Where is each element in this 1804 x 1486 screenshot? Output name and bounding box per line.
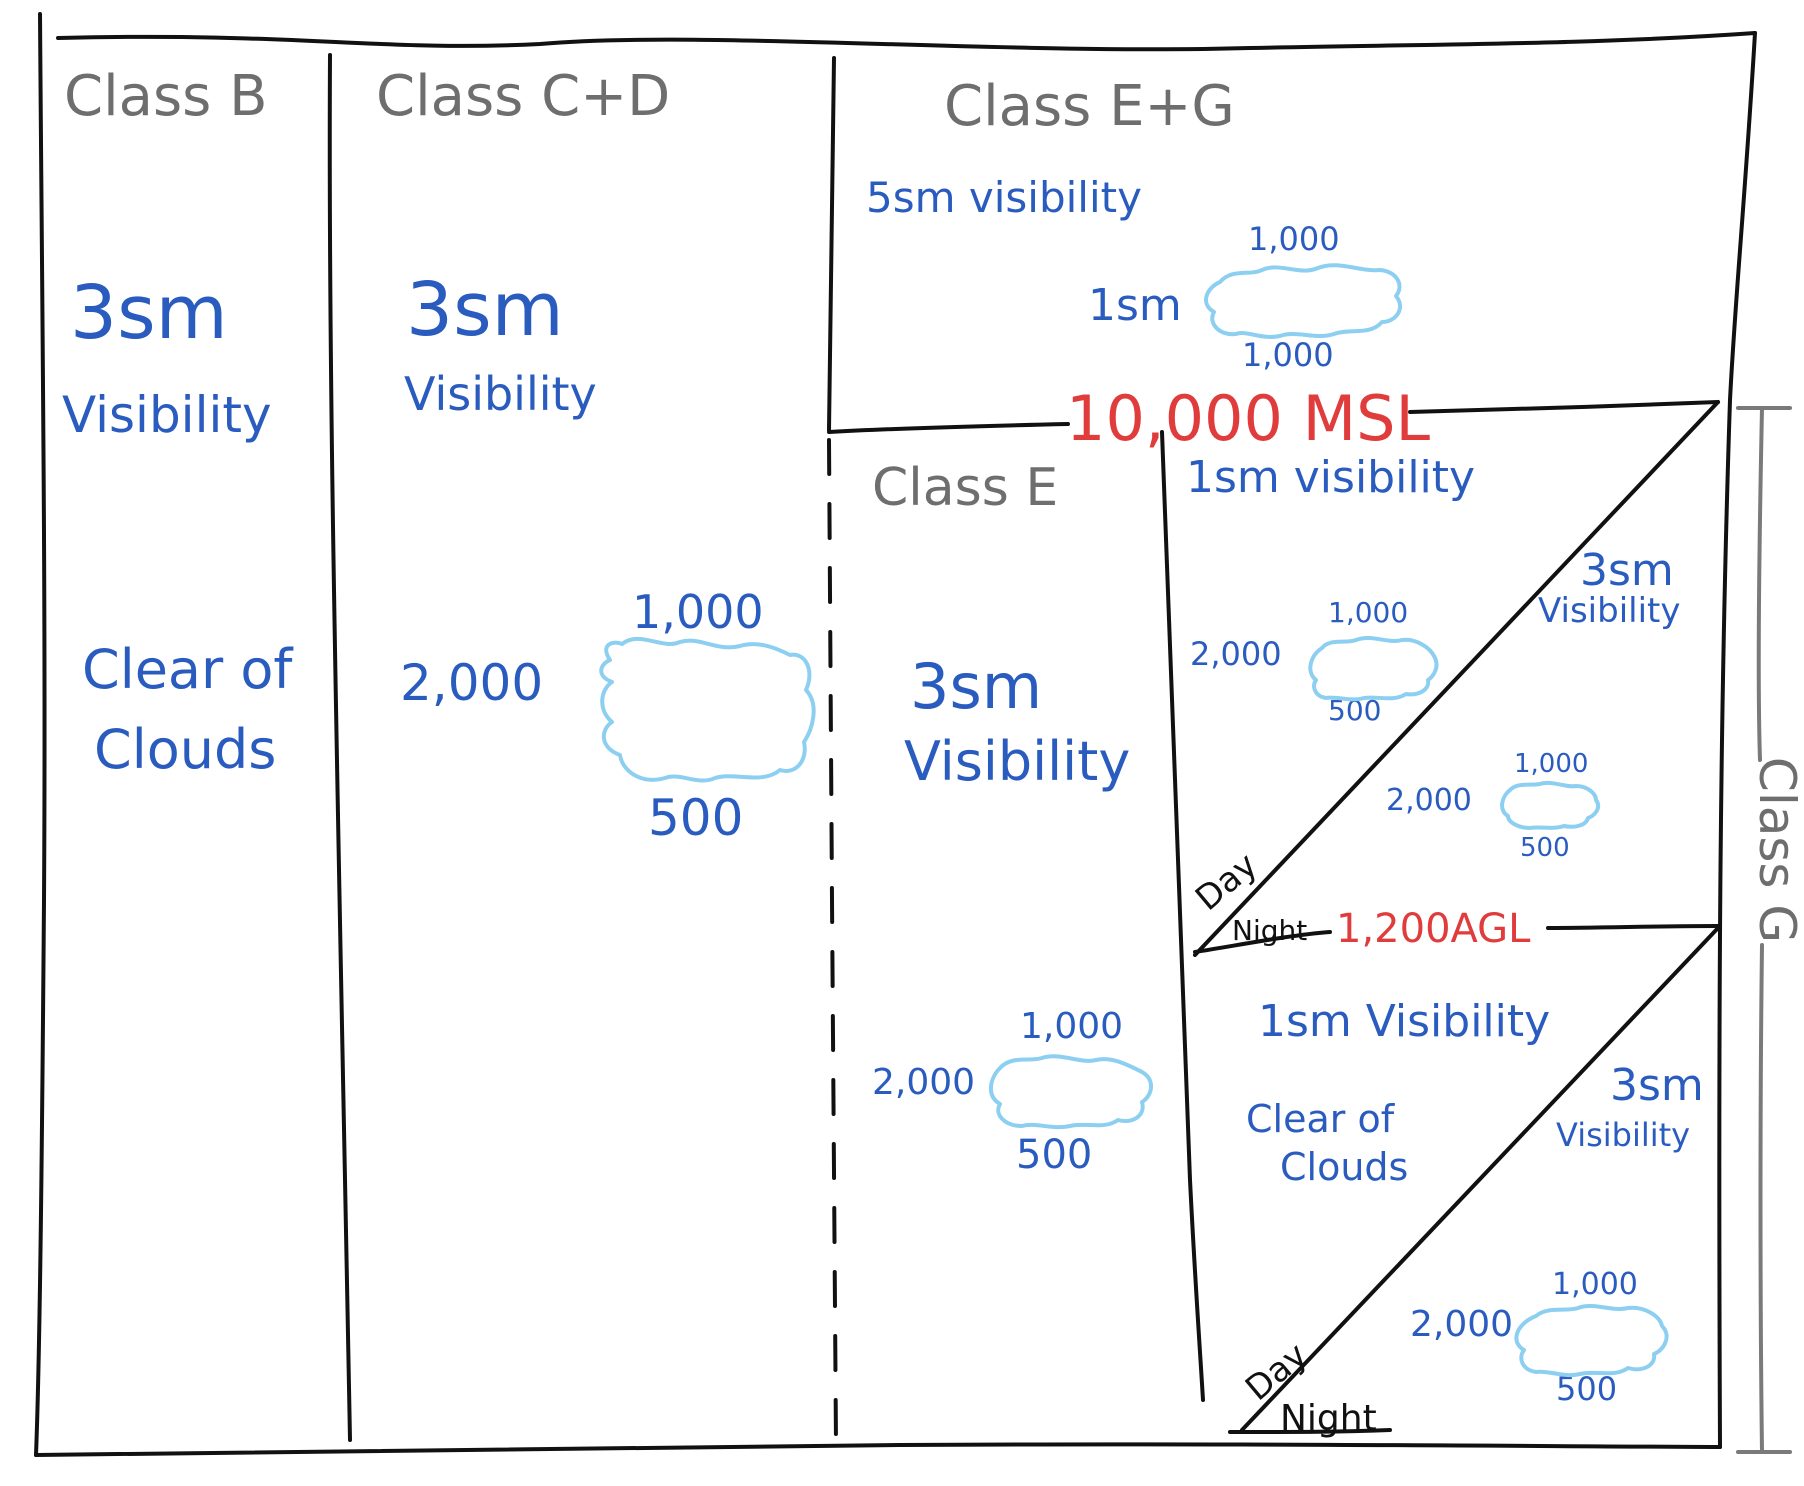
class-g-upper-day-horizontal: 2,000: [1190, 635, 1282, 673]
altitude-10000-msl: 10,000 MSL: [1066, 382, 1430, 455]
divider-b-cd: [327, 53, 352, 1442]
class-e-above-distance: 1,000: [1020, 1006, 1123, 1047]
class-b-clouds-line1: Clear of: [82, 638, 294, 701]
class-g-header: Class G: [1748, 757, 1804, 943]
class-g-upper-day-cloud: [1308, 636, 1439, 702]
class-g-upper-night-horizontal: 2,000: [1386, 783, 1472, 818]
class-cd-horizontal-distance: 2,000: [400, 654, 543, 712]
outer-border-top: [56, 31, 1757, 52]
class-g-lower-day-visibility-word: Visibility: [1556, 1116, 1690, 1154]
class-g-lower-day-cloud: [1514, 1304, 1669, 1378]
class-cd-above-distance: 1,000: [632, 585, 764, 639]
divider-e-g: [1160, 430, 1205, 1402]
class-g-lower-day-visibility-value: 3sm: [1610, 1060, 1704, 1111]
class-g-upper-day-above: 1,000: [1328, 596, 1408, 629]
line-1200agl-right: [1546, 924, 1720, 930]
class-cd-visibility-word: Visibility: [404, 367, 597, 421]
above-10000-above-distance: 1,000: [1248, 220, 1340, 258]
table-grid: [34, 12, 1757, 1457]
divider-cd-eg: [827, 56, 836, 432]
class-cd-visibility-value: 3sm: [406, 267, 564, 353]
class-g-lower-night-label: Night: [1280, 1398, 1377, 1439]
above-10000-visibility: 5sm visibility: [866, 173, 1142, 222]
class-g-lower-night-visibility: 1sm Visibility: [1258, 996, 1550, 1047]
class-b-header: Class B: [64, 64, 268, 129]
class-b-visibility-word: Visibility: [62, 386, 272, 444]
class-b-clouds-line2: Clouds: [94, 718, 276, 781]
above-10000-below-distance: 1,000: [1242, 336, 1334, 374]
class-e-cloud: [989, 1054, 1153, 1130]
class-e-visibility-value: 3sm: [910, 650, 1042, 723]
class-e-visibility-word: Visibility: [904, 730, 1130, 793]
class-cd-below-distance: 500: [648, 789, 743, 847]
divider-cd-e-dashed: [827, 438, 838, 1447]
class-g-bracket: [1736, 406, 1792, 1454]
class-g-upper-day-visibility-word: Visibility: [1538, 591, 1681, 631]
outer-border-bottom: [34, 1442, 1722, 1457]
class-g-upper-day-visibility-value: 3sm: [1580, 545, 1674, 596]
line-10000msl-right: [1408, 400, 1720, 414]
class-g-upper-day-label: Day: [1188, 845, 1265, 919]
class-g-lower-clouds-line2: Clouds: [1280, 1145, 1408, 1189]
class-e-below-distance: 500: [1016, 1132, 1092, 1178]
class-g-upper-night-cloud: [1500, 780, 1601, 830]
above-10000-cloud: [1204, 263, 1402, 339]
bracket-upper-line: [1756, 406, 1764, 762]
class-g-lower-day-above: 1,000: [1552, 1267, 1638, 1302]
class-g-upper-night-below: 500: [1520, 833, 1570, 863]
line-10000msl-left: [827, 422, 1070, 434]
class-cd-cloud: [599, 637, 816, 783]
class-g-lower-clouds-line1: Clear of: [1246, 1097, 1396, 1141]
lower-night-baseline: [1228, 1428, 1392, 1434]
altitude-1200-agl: 1,200AGL: [1336, 906, 1531, 952]
outer-border-right: [1717, 31, 1757, 1449]
diagonal-lower-day-night: [1240, 926, 1720, 1432]
diagonal-upper-day-night: [1193, 400, 1720, 957]
class-g-upper-night-label: Night: [1232, 914, 1307, 947]
class-eg-header: Class E+G: [944, 74, 1235, 139]
class-b-visibility-value: 3sm: [70, 270, 228, 356]
upper-night-baseline: [1193, 930, 1332, 954]
bracket-lower-line: [1758, 943, 1764, 1454]
above-10000-horizontal-distance: 1sm: [1088, 280, 1182, 331]
outer-border-left: [34, 12, 47, 1457]
class-e-header: Class E: [872, 458, 1058, 518]
class-cd-header: Class C+D: [376, 64, 670, 129]
class-g-upper-night-above: 1,000: [1514, 749, 1588, 779]
class-g-upper-night-visibility: 1sm visibility: [1186, 452, 1475, 503]
class-e-horizontal-distance: 2,000: [872, 1062, 975, 1103]
class-g-lower-day-horizontal: 2,000: [1410, 1304, 1513, 1345]
